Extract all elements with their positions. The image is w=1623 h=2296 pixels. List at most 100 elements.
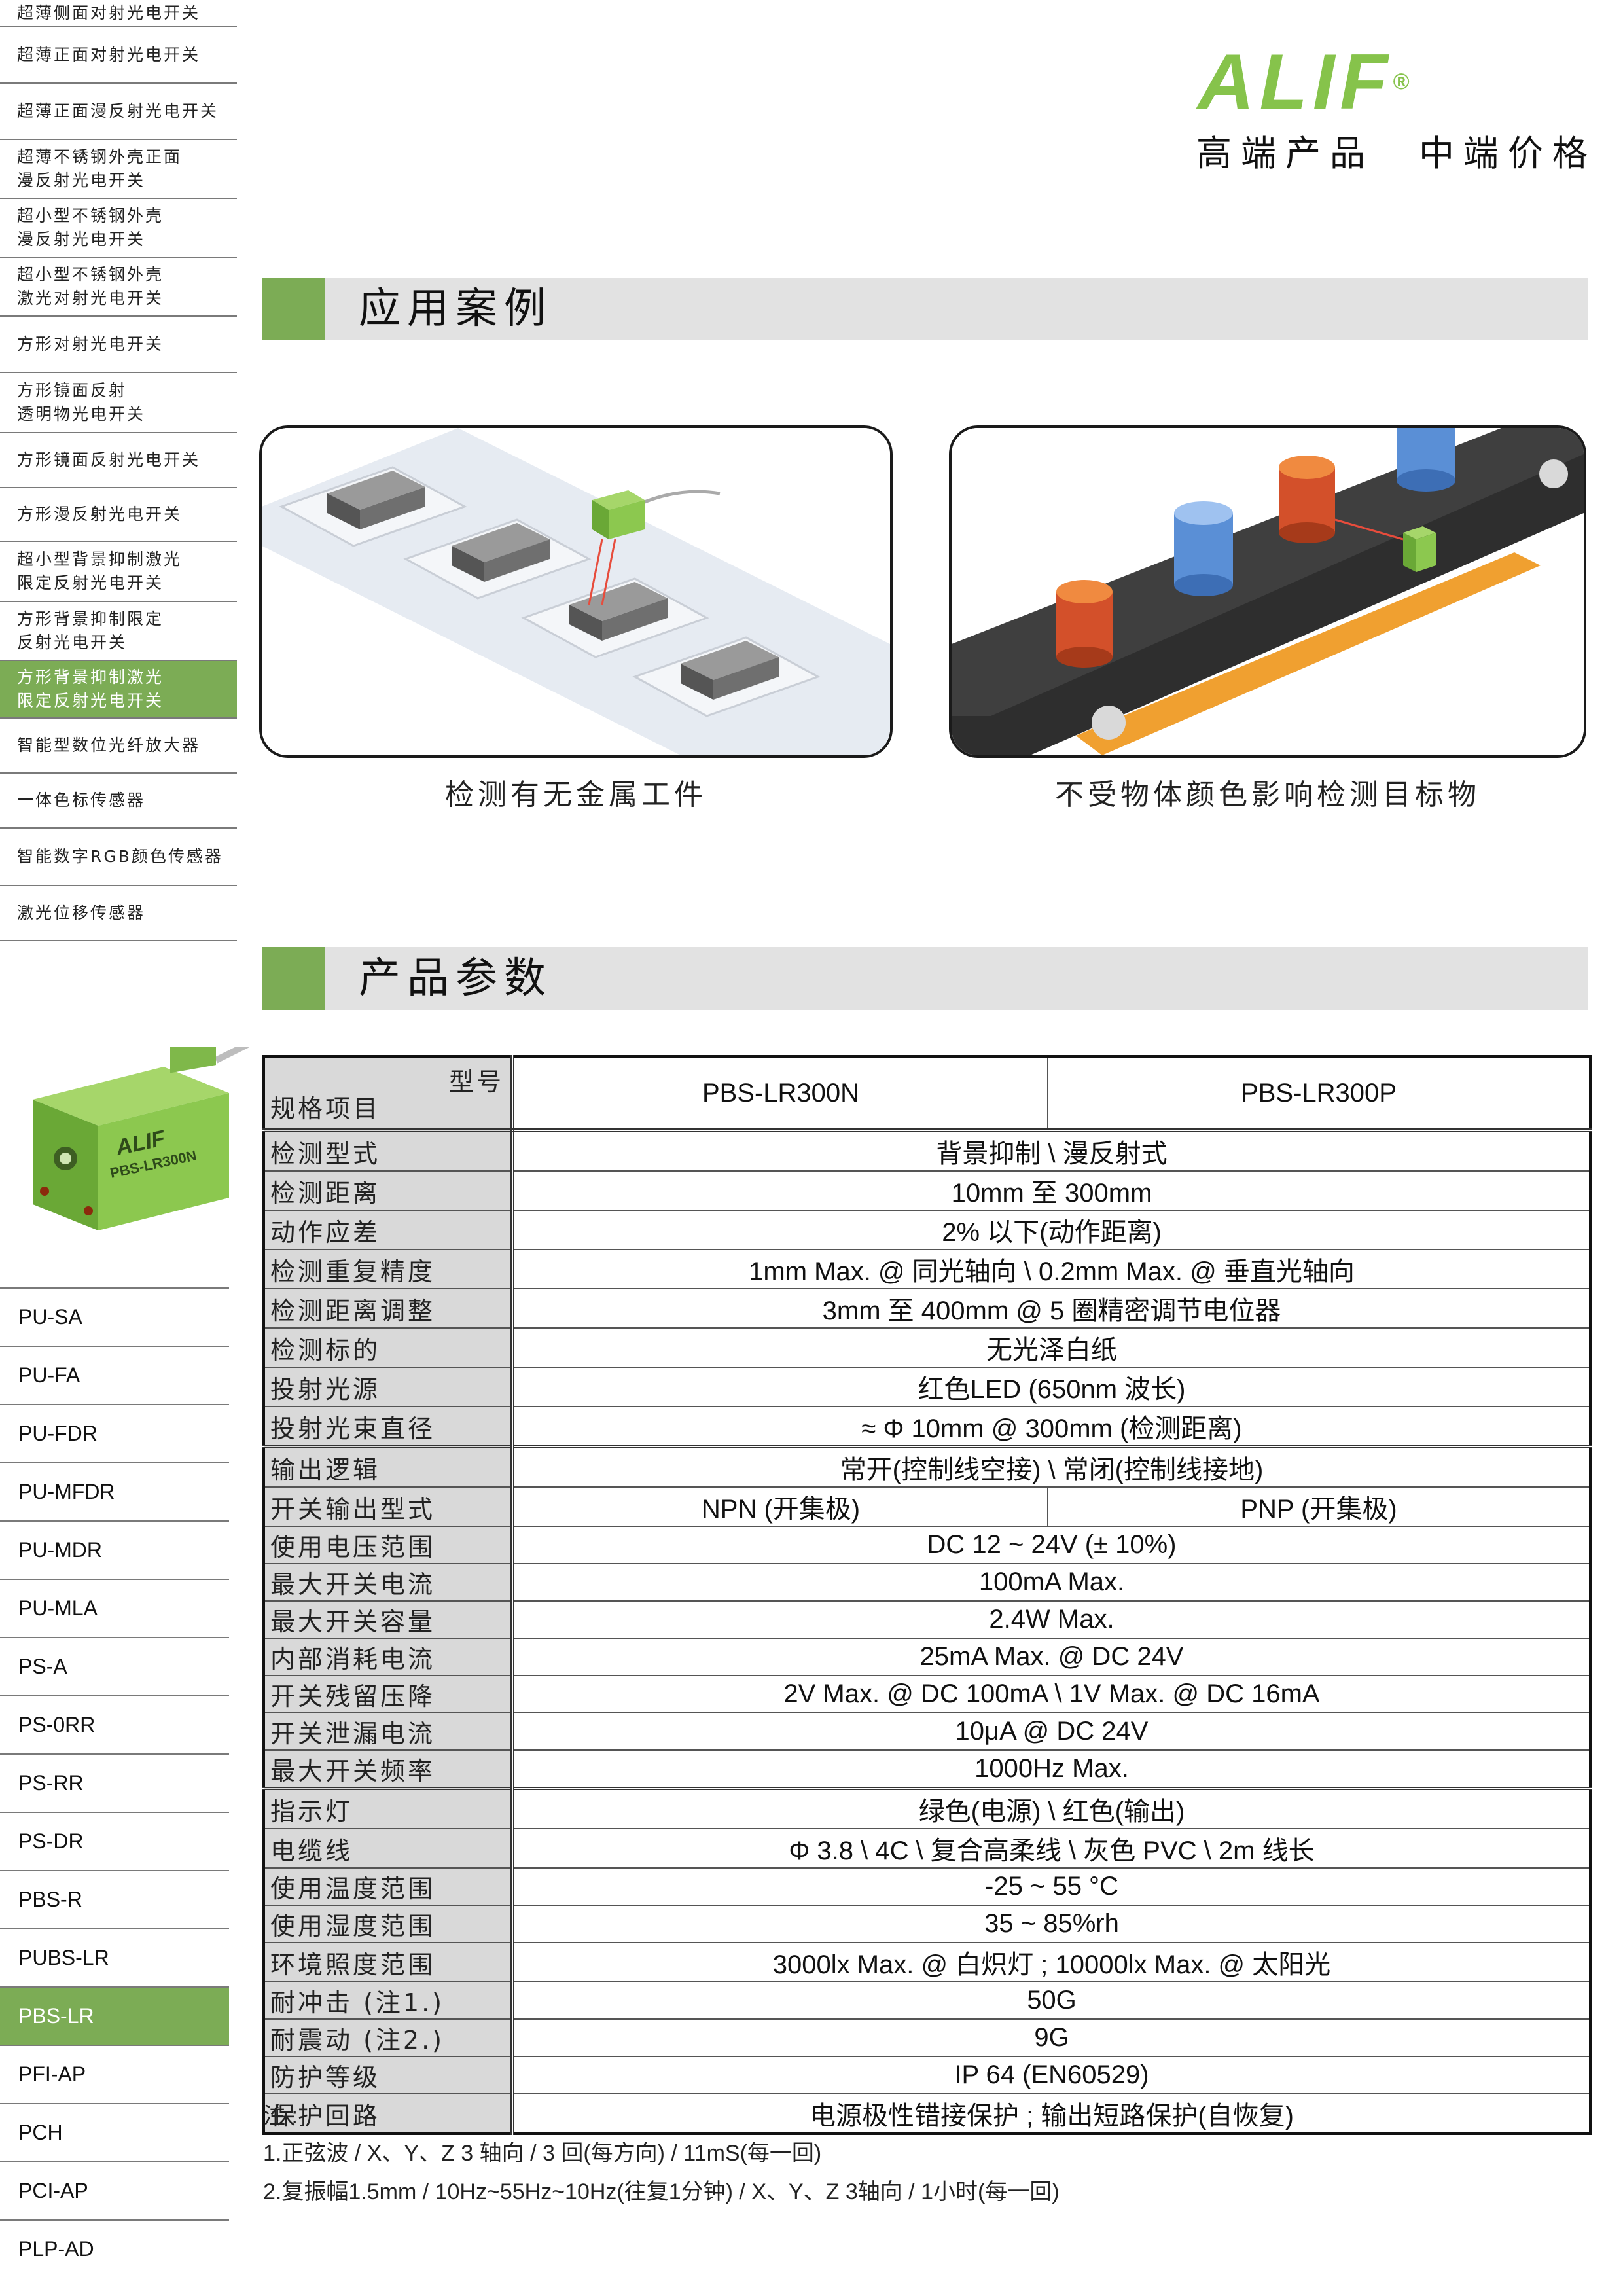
- category-item[interactable]: 超小型背景抑制激光 限定反射光电开关: [0, 542, 237, 602]
- spec-value: 背景抑制 \ 漫反射式: [512, 1130, 1591, 1172]
- spec-row: 耐冲击 (注1.)50G: [263, 1981, 1591, 2020]
- spec-label: 耐震动 (注2.): [263, 2018, 514, 2057]
- spec-label: 检测型式: [263, 1130, 514, 1172]
- brand-logo: ALIF®: [1198, 38, 1415, 126]
- category-item[interactable]: 超薄不锈钢外壳正面 漫反射光电开关: [0, 140, 237, 199]
- note-line-1: 1.正弦波 / X、Y、Z 3 轴向 / 3 回(每方向) / 11mS(每一回…: [263, 2141, 822, 2166]
- section-title: 应用案例: [359, 285, 552, 333]
- notes: 注 : 1.正弦波 / X、Y、Z 3 轴向 / 3 回(每方向) / 11mS…: [263, 2098, 1060, 2206]
- spec-value: 3000lx Max. @ 白炽灯 ; 10000lx Max. @ 太阳光: [512, 1942, 1591, 1982]
- category-item[interactable]: 方形镜面反射 透明物光电开关: [0, 373, 237, 433]
- spec-row: 输出逻辑常开(控制线空接) \ 常闭(控制线接地): [263, 1445, 1591, 1488]
- spec-header-corner: 型号 规格项目: [263, 1056, 514, 1132]
- spec-value: 电源极性错接保护 ; 输出短路保护(自恢复): [512, 2093, 1591, 2134]
- spec-label: 投射光束直径: [263, 1406, 514, 1448]
- model-item[interactable]: PU-MLA: [0, 1579, 229, 1637]
- spec-label: 电缆线: [263, 1828, 514, 1869]
- case-image-color-objects: [949, 425, 1586, 758]
- model-item[interactable]: PFI-AP: [0, 2045, 229, 2103]
- model-item[interactable]: PCH: [0, 2103, 229, 2161]
- spec-row: 检测标的无光泽白纸: [263, 1327, 1591, 1368]
- spec-label: 内部消耗电流: [263, 1638, 514, 1676]
- metal-parts-illustration: [262, 428, 890, 755]
- spec-label: 指示灯: [263, 1787, 514, 1829]
- spec-label: 最大开关容量: [263, 1600, 514, 1639]
- section-title: 产品参数: [359, 954, 552, 1003]
- category-item[interactable]: 一体色标传感器: [0, 774, 237, 829]
- spec-value: DC 12 ~ 24V (± 10%): [512, 1526, 1591, 1564]
- spec-label: 使用电压范围: [263, 1526, 514, 1564]
- category-item[interactable]: 超小型不锈钢外壳 漫反射光电开关: [0, 199, 237, 258]
- spec-row: 投射光束直径≈ Φ 10mm @ 300mm (检测距离): [263, 1406, 1591, 1448]
- spec-value: 1mm Max. @ 同光轴向 \ 0.2mm Max. @ 垂直光轴向: [512, 1249, 1591, 1289]
- spec-value: 3mm 至 400mm @ 5 圈精密调节电位器: [512, 1288, 1591, 1329]
- spec-value: 1000Hz Max.: [512, 1749, 1591, 1789]
- spec-value: 2V Max. @ DC 100mA \ 1V Max. @ DC 16mA: [512, 1675, 1591, 1713]
- model-item[interactable]: PS-0RR: [0, 1695, 229, 1753]
- category-item[interactable]: 方形镜面反射光电开关: [0, 433, 237, 488]
- model-header-pnp: PBS-LR300P: [1047, 1056, 1591, 1132]
- model-item[interactable]: PCI-AP: [0, 2161, 229, 2219]
- category-item[interactable]: 方形背景抑制激光 限定反射光电开关: [0, 661, 237, 719]
- model-item[interactable]: PBS-R: [0, 1870, 229, 1928]
- category-item[interactable]: 智能数字RGB颜色传感器: [0, 829, 237, 886]
- spec-value: 常开(控制线空接) \ 常闭(控制线接地): [512, 1445, 1591, 1488]
- category-item[interactable]: 超薄侧面对射光电开关: [0, 0, 237, 27]
- type-label: 型号: [448, 1067, 504, 1096]
- model-item[interactable]: PS-RR: [0, 1753, 229, 1812]
- category-item[interactable]: 超薄正面漫反射光电开关: [0, 84, 237, 140]
- spec-label: 最大开关频率: [263, 1749, 514, 1789]
- spec-value: 9G: [512, 2018, 1591, 2057]
- model-item[interactable]: PS-DR: [0, 1812, 229, 1870]
- spec-value: 10μA @ DC 24V: [512, 1712, 1591, 1751]
- spec-label: 检测重复精度: [263, 1249, 514, 1289]
- spec-value: 35 ~ 85%rh: [512, 1905, 1591, 1943]
- model-item[interactable]: PU-SA: [0, 1287, 229, 1346]
- spec-header-row: 型号 规格项目 PBS-LR300N PBS-LR300P: [263, 1056, 1591, 1132]
- spec-value: 绿色(电源) \ 红色(输出): [512, 1787, 1591, 1829]
- spec-value: 无光泽白纸: [512, 1327, 1591, 1368]
- category-item[interactable]: 智能型数位光纤放大器: [0, 719, 237, 774]
- spec-label: 耐冲击 (注1.): [263, 1981, 514, 2020]
- case-caption-color: 不受物体颜色影响检测目标物: [1055, 778, 1480, 812]
- spec-value: -25 ~ 55 °C: [512, 1867, 1591, 1906]
- category-item[interactable]: 方形漫反射光电开关: [0, 488, 237, 542]
- model-item[interactable]: PBS-LR: [0, 1986, 229, 2045]
- spec-label: 输出逻辑: [263, 1445, 514, 1488]
- model-item[interactable]: PU-FA: [0, 1346, 229, 1404]
- spec-row: 检测型式背景抑制 \ 漫反射式: [263, 1130, 1591, 1172]
- model-item[interactable]: PS-A: [0, 1637, 229, 1695]
- sensor-illustration: ALIF PBS-LR300N: [33, 1037, 257, 1230]
- spec-row: 耐震动 (注2.)9G: [263, 2018, 1591, 2057]
- model-item[interactable]: PU-MFDR: [0, 1462, 229, 1520]
- model-item[interactable]: PLP-AD: [0, 2219, 229, 2278]
- spec-label: 最大开关电流: [263, 1563, 514, 1602]
- spec-value: NPN (开集极): [512, 1486, 1048, 1527]
- spec-value: 50G: [512, 1981, 1591, 2020]
- category-item[interactable]: 激光位移传感器: [0, 886, 237, 941]
- model-item[interactable]: PU-FDR: [0, 1404, 229, 1462]
- spec-value: 2% 以下(动作距离): [512, 1210, 1591, 1250]
- spec-value: 25mA Max. @ DC 24V: [512, 1638, 1591, 1676]
- category-item[interactable]: 方形背景抑制限定 反射光电开关: [0, 602, 237, 661]
- category-item[interactable]: 超薄正面对射光电开关: [0, 27, 237, 84]
- spec-label: 使用温度范围: [263, 1867, 514, 1906]
- notes-title: 注 :: [263, 2104, 298, 2128]
- model-item[interactable]: PU-MDR: [0, 1520, 229, 1579]
- category-item[interactable]: 超小型不锈钢外壳 激光对射光电开关: [0, 258, 237, 317]
- category-item[interactable]: 方形对射光电开关: [0, 317, 237, 373]
- spec-value: PNP (开集极): [1047, 1486, 1591, 1527]
- model-header-npn: PBS-LR300N: [512, 1056, 1048, 1132]
- spec-label: 使用湿度范围: [263, 1905, 514, 1943]
- model-item[interactable]: PUBS-LR: [0, 1928, 229, 1986]
